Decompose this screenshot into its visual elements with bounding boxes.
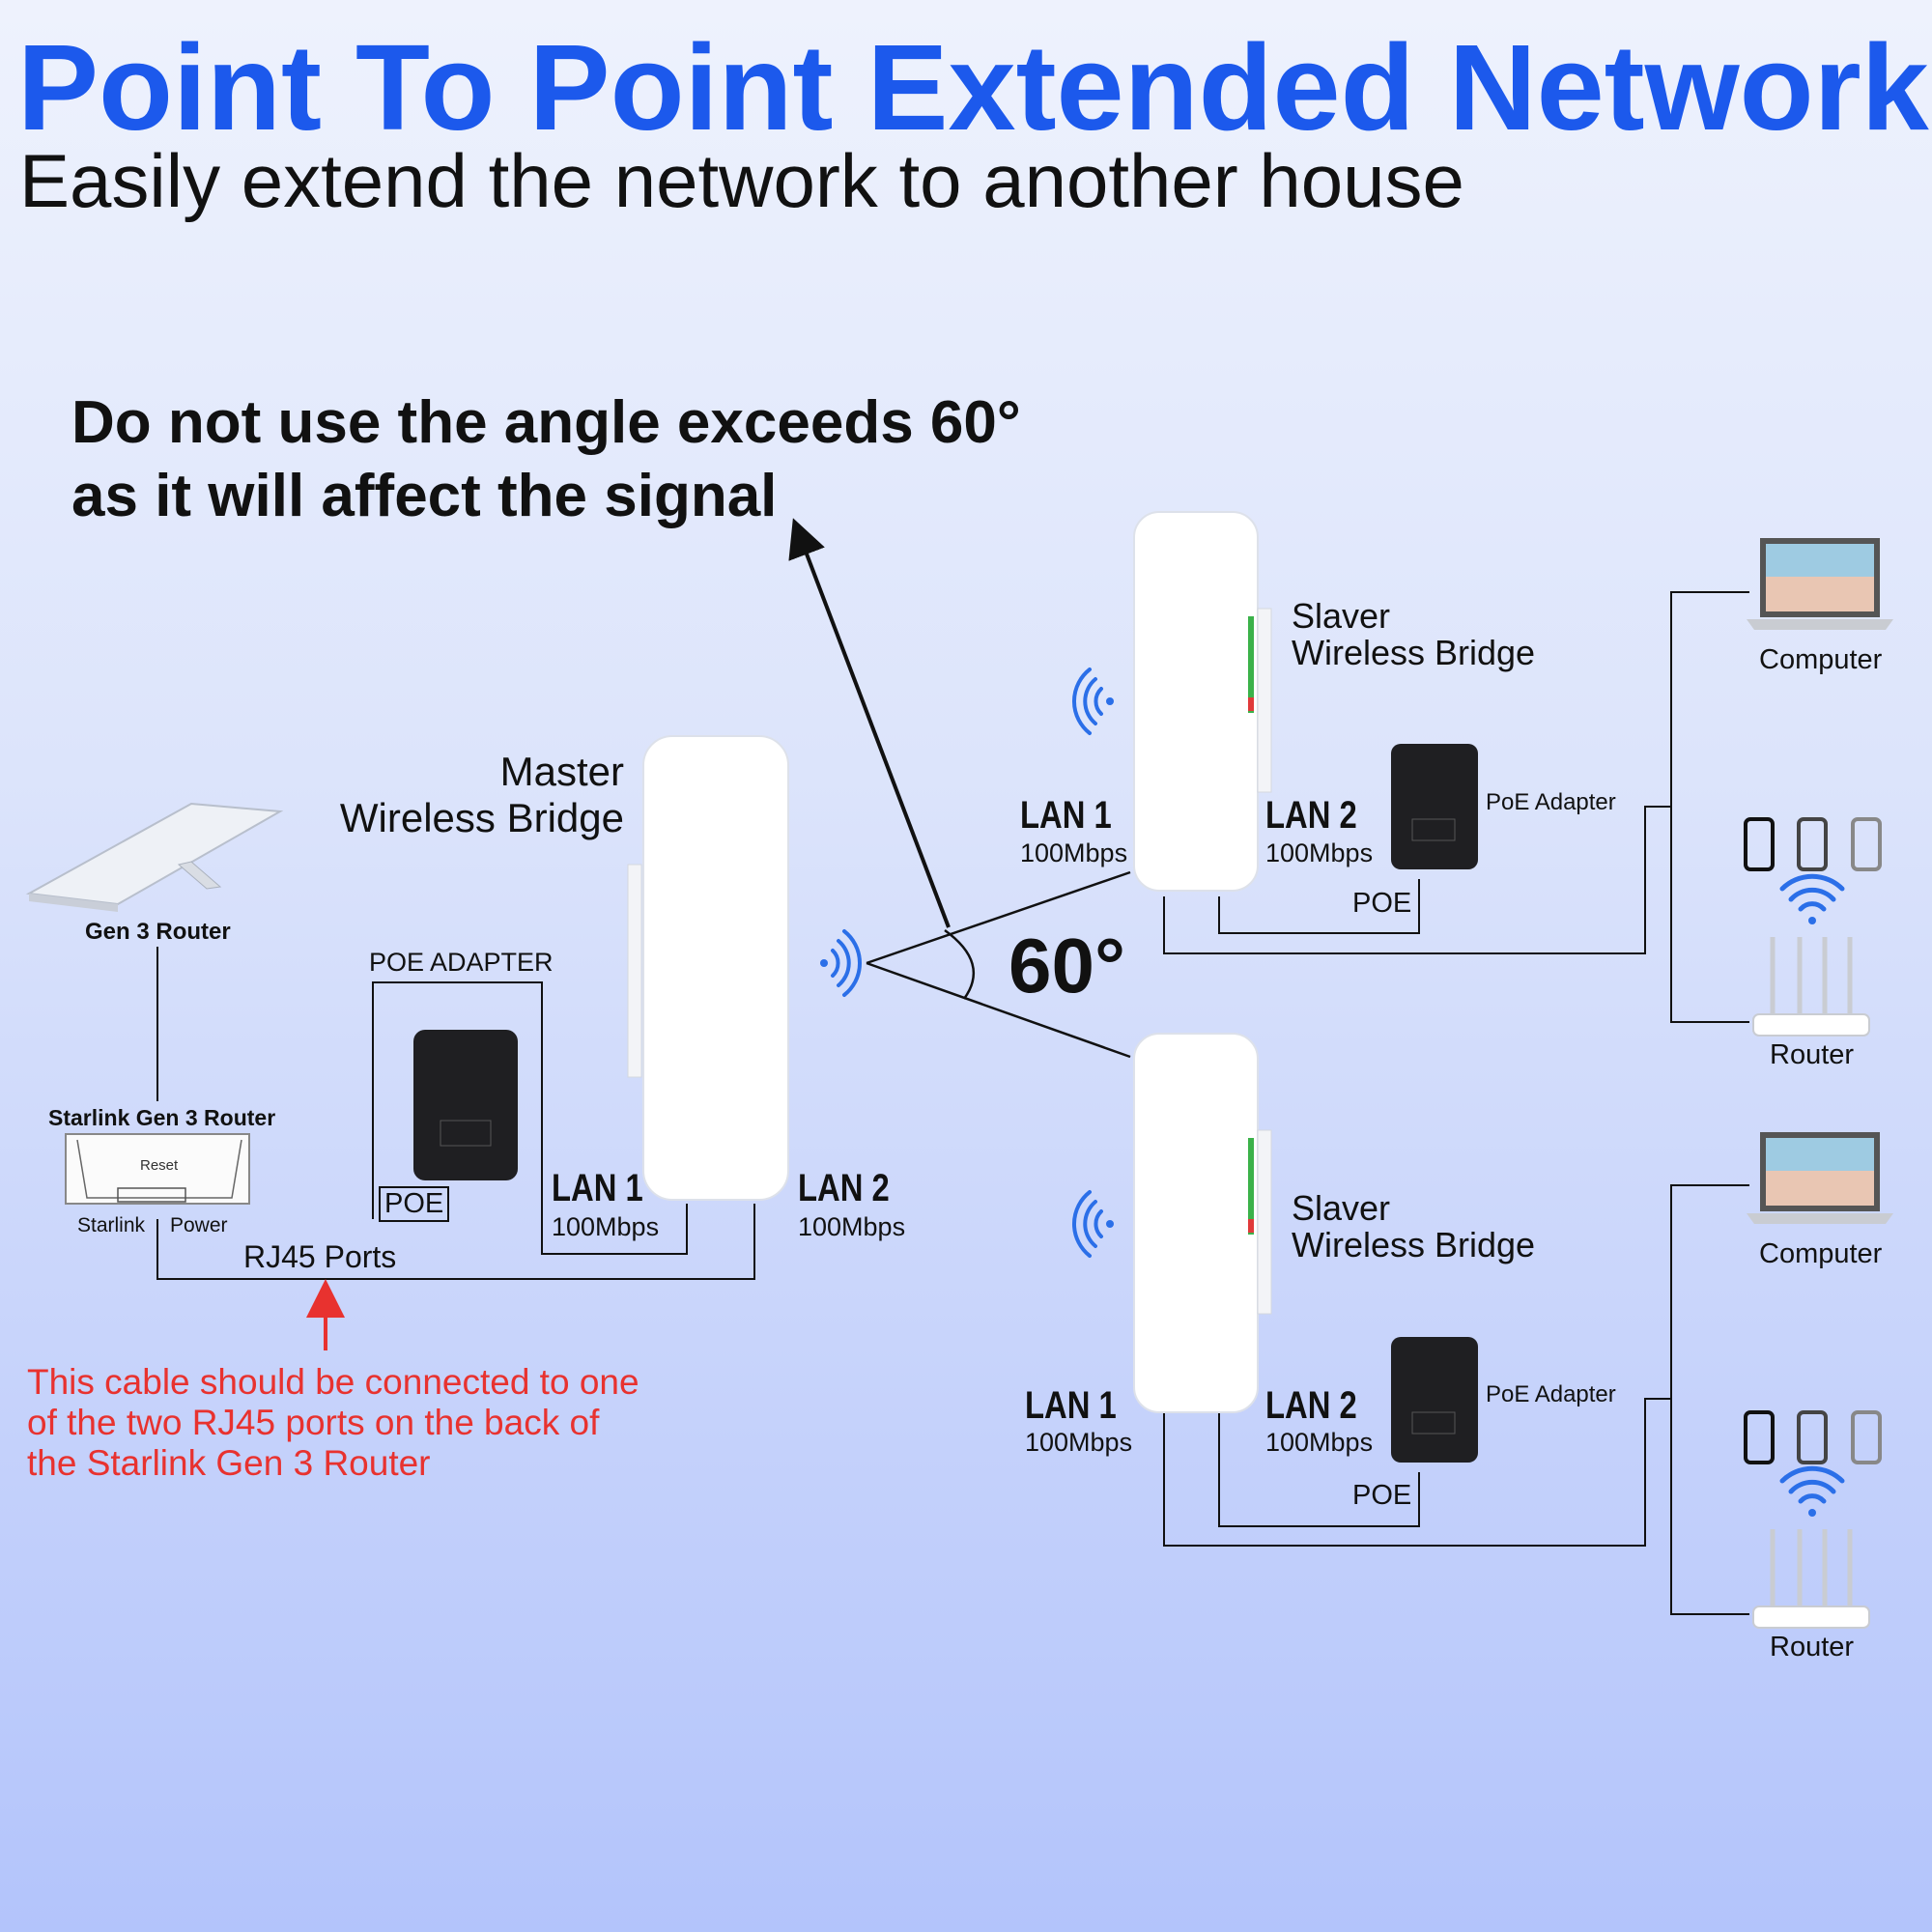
slave1-bridge-device <box>1133 511 1272 892</box>
cable-note: This cable should be connected to one of… <box>27 1362 639 1484</box>
slave1-bus <box>1670 591 1749 1023</box>
warning-arrow <box>788 518 951 928</box>
master-poe-label: POE <box>379 1186 450 1222</box>
wifi-signal-icon <box>1072 1190 1114 1258</box>
slave1-lan2-speed: 100Mbps <box>1265 838 1374 867</box>
cable-note-line3: the Starlink Gen 3 Router <box>27 1443 431 1483</box>
slave1-poe-label: POE <box>1352 888 1412 919</box>
master-poe-adapter-label: POE ADAPTER <box>369 948 554 977</box>
slave1-computer-label: Computer <box>1759 644 1883 675</box>
slave1-lan-line <box>1163 806 1671 954</box>
rj45-cable <box>156 1204 755 1280</box>
slave2-poe-adapter-label: PoE Adapter <box>1486 1381 1616 1407</box>
cable-note-line2: of the two RJ45 ports on the back of <box>27 1403 600 1442</box>
dish-label: Gen 3 Router <box>85 919 231 945</box>
router-icon <box>65 1133 250 1205</box>
port-power-label: Power <box>170 1214 228 1236</box>
starlink-dish-icon <box>25 802 284 912</box>
slave2-bridge-device <box>1133 1033 1272 1413</box>
master-lan1-speed: 100Mbps <box>552 1212 660 1241</box>
angle-arc <box>944 928 976 1000</box>
master-title-line2: Wireless Bridge <box>339 795 624 840</box>
poe-adapter-icon <box>413 1030 518 1180</box>
slave2-lan1-label: LAN 1 <box>1025 1384 1117 1427</box>
angle-warning-line2: as it will affect the signal <box>71 463 778 529</box>
laptop-icon <box>1747 1132 1893 1224</box>
slave2-lan1-speed: 100Mbps <box>1025 1428 1133 1457</box>
router-icon <box>1752 1529 1870 1629</box>
angle-warning: Do not use the angle exceeds 60° as it w… <box>71 386 1134 533</box>
slave1-lan1-label: LAN 1 <box>1020 794 1112 837</box>
wifi-signal-icon <box>820 929 862 997</box>
slave1-router-label: Router <box>1770 1039 1855 1070</box>
angle-line-bottom <box>866 961 1131 1059</box>
slave2-lan2-label: LAN 2 <box>1265 1384 1357 1427</box>
master-lan1-label: LAN 1 <box>552 1167 643 1209</box>
slave2-poe-line <box>1218 1412 1420 1527</box>
slave1-poe-adapter-label: PoE Adapter <box>1486 789 1616 815</box>
slave1-poe-line <box>1218 879 1420 934</box>
slave1-lan2-label: LAN 2 <box>1265 794 1357 837</box>
page-title: Point To Point Extended Network <box>17 19 1929 156</box>
phone-icon <box>1744 1410 1882 1464</box>
wifi-icon <box>1779 1465 1845 1517</box>
angle-warning-line1: Do not use the angle exceeds 60° <box>71 389 1021 456</box>
slave2-title-line1: Slaver <box>1292 1188 1391 1228</box>
rj45-label: RJ45 Ports <box>243 1239 397 1274</box>
master-poe-box <box>372 981 688 1255</box>
master-lan2-label: LAN 2 <box>798 1167 890 1209</box>
reset-label: Reset <box>140 1157 179 1174</box>
slave2-computer-label: Computer <box>1759 1238 1883 1269</box>
slave1-title-line1: Slaver <box>1292 596 1391 636</box>
wifi-icon <box>1779 873 1845 924</box>
slave2-title-line2: Wireless Bridge <box>1292 1225 1536 1264</box>
slave2-router-label: Router <box>1770 1632 1855 1662</box>
angle-label: 60° <box>1009 923 1125 1009</box>
page-subtitle: Easily extend the network to another hou… <box>19 138 1464 223</box>
master-lan2-speed: 100Mbps <box>798 1212 906 1241</box>
slave2-poe-label: POE <box>1352 1480 1412 1511</box>
slave2-lan2-speed: 100Mbps <box>1265 1428 1374 1457</box>
phone-icon <box>1744 817 1882 871</box>
poe-adapter-icon <box>1391 744 1478 869</box>
slave1-lan1-speed: 100Mbps <box>1020 838 1128 867</box>
wifi-signal-icon <box>1072 668 1114 735</box>
cable-note-line1: This cable should be connected to one <box>27 1362 639 1402</box>
slave2-lan-line <box>1163 1398 1671 1547</box>
master-bridge-device <box>627 735 789 1201</box>
router-icon <box>1752 937 1870 1037</box>
poe-adapter-icon <box>1391 1337 1478 1463</box>
laptop-icon <box>1747 538 1893 630</box>
slave2-bus <box>1670 1184 1749 1615</box>
master-title-line1: Master <box>499 749 624 794</box>
angle-line-top <box>866 870 1131 965</box>
starlink-router-label: Starlink Gen 3 Router <box>48 1105 276 1130</box>
port-starlink-label: Starlink <box>77 1214 146 1236</box>
slave1-title-line2: Wireless Bridge <box>1292 633 1536 672</box>
